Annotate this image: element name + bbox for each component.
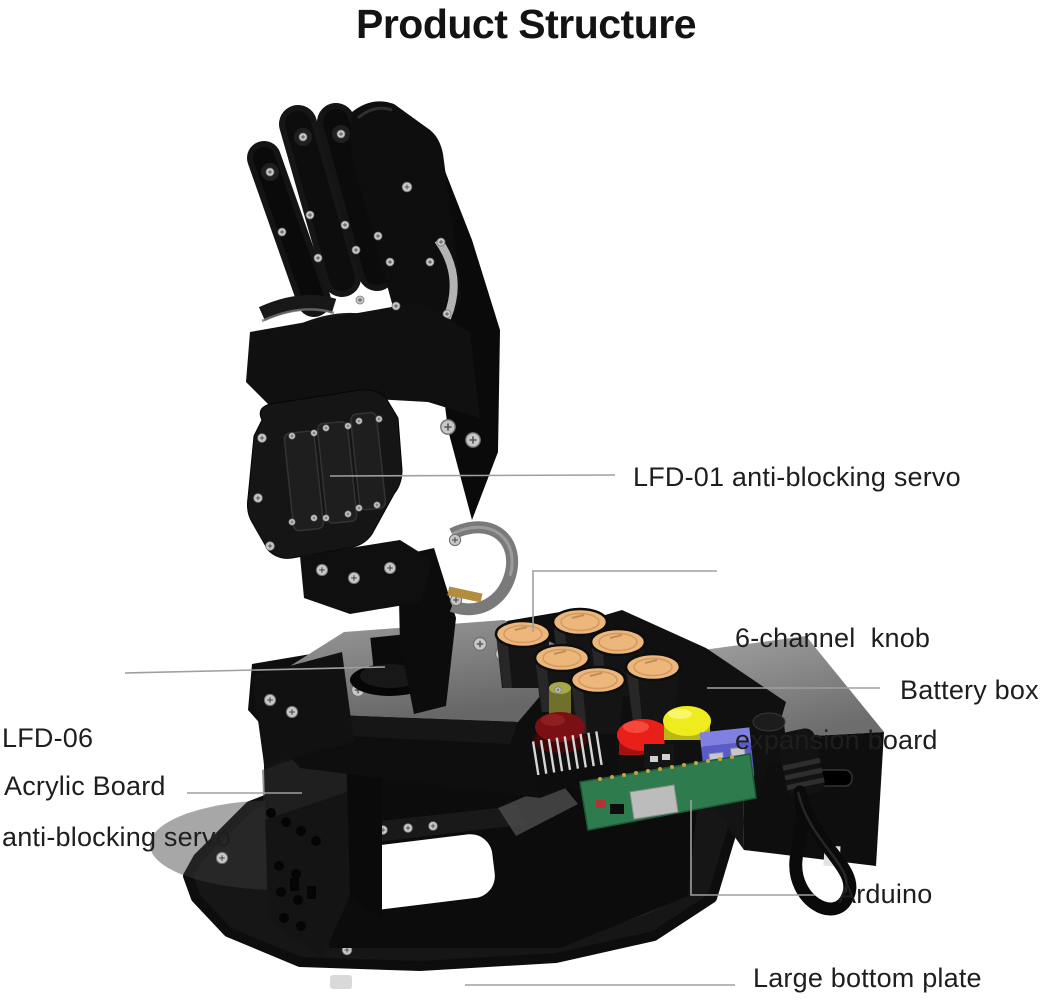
label-expansion-board: 6-channel knob expansion board: [735, 553, 938, 825]
page-title: Product Structure: [355, 1, 697, 47]
finger: [247, 141, 331, 317]
finger: [317, 103, 396, 291]
reset-button: [596, 800, 606, 808]
plate-foot: [330, 975, 352, 989]
usb-connector: [629, 784, 679, 820]
leader-line-arduino: [690, 800, 815, 896]
stand-shelf: [336, 782, 578, 846]
leader-line-lfd01: [329, 474, 616, 477]
dark-red-button: [533, 712, 587, 753]
brass-rod: [447, 586, 483, 603]
finger: [350, 101, 462, 332]
label-arduino: Arduino: [838, 879, 933, 909]
label-acrylic-board: Acrylic Board: [4, 771, 166, 801]
arduino-board: [579, 753, 757, 831]
label-lfd06-line2: anti-blocking servo: [2, 822, 231, 852]
dc-power-jack: [750, 712, 825, 798]
yellow-button: [663, 706, 714, 759]
finger-linkage: [434, 237, 458, 320]
pin-header: [531, 731, 613, 792]
palm-lfd01-servos: [247, 389, 403, 559]
label-expansion-line1: 6-channel knob: [735, 623, 931, 653]
leader-line-lfd06: [124, 666, 386, 674]
robotic-hand: [246, 101, 500, 614]
slide-switch: [644, 744, 674, 768]
label-lfd06-line1: LFD-06: [2, 723, 94, 753]
label-battery-box: Battery box: [900, 675, 1039, 705]
finger: [279, 105, 361, 297]
capacitor: [549, 682, 571, 718]
label-large-bottom-plate: Large bottom plate: [753, 963, 982, 993]
wrist-linkage: [300, 540, 432, 614]
label-expansion-line2: expansion board: [735, 725, 938, 755]
leader-line-expansion-board: [532, 570, 717, 632]
plate-cutout: [353, 834, 495, 910]
label-lfd01-servo: LFD-01 anti-blocking servo: [633, 462, 961, 492]
label-lfd06-servo: LFD-06 anti-blocking servo: [2, 656, 231, 920]
